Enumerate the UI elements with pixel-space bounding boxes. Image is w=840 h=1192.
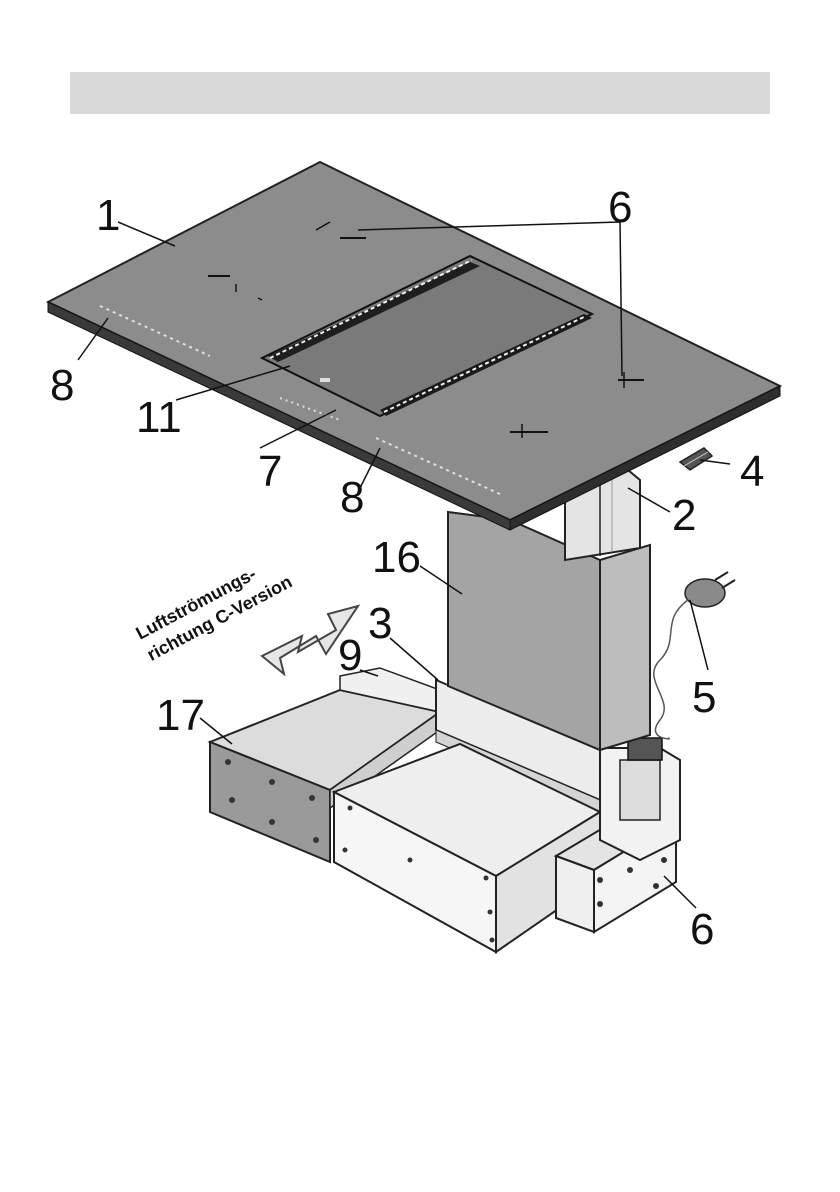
airflow-label: Luftströmungs- richtung C-Version [132, 550, 295, 664]
callout-5: 5 [692, 673, 716, 722]
callout-17: 17 [156, 691, 205, 740]
component-4 [680, 448, 712, 470]
callout-7: 7 [258, 447, 282, 496]
callout-11: 11 [136, 393, 182, 442]
cooktop-1 [48, 162, 780, 530]
callout-6-top: 6 [608, 183, 632, 232]
callout-8-left: 8 [50, 361, 74, 410]
callout-1: 1 [96, 191, 120, 240]
callout-16: 16 [372, 533, 421, 582]
callout-9: 9 [338, 631, 362, 680]
callout-8-bottom: 8 [340, 473, 364, 522]
callout-3: 3 [368, 599, 392, 648]
callout-2: 2 [672, 491, 696, 540]
callout-6-bottom: 6 [690, 905, 714, 954]
callout-4: 4 [740, 447, 764, 496]
